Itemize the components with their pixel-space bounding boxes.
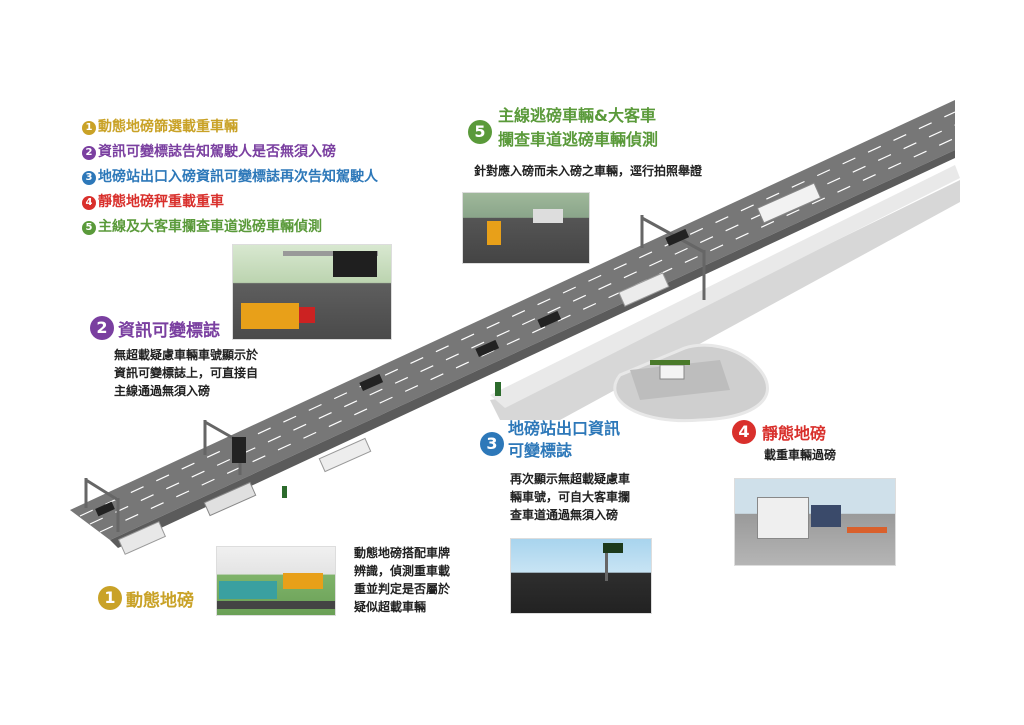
callout-1-desc-line-4: 疑似超載車輛 [354, 600, 427, 614]
legend-text-4: 靜態地磅秤重載重車 [98, 194, 224, 210]
photo-truck-yellow [487, 221, 501, 245]
callout-2-desc: 無超載疑慮車輛車號顯示於 資訊可變標誌上，可直接自 主線通過無須入磅 [114, 346, 314, 400]
legend-num-3: 3 [82, 171, 96, 185]
callout-1-title: 動態地磅 [126, 591, 194, 611]
callout-5-badge: 5 [468, 120, 492, 144]
station-booth [650, 360, 690, 380]
legend-num-2: 2 [82, 146, 96, 160]
callout-3-title-line-1: 地磅站出口資訊 [508, 419, 621, 438]
legend-text-2: 資訊可變標誌告知駕駛人是否無須入磅 [98, 144, 336, 160]
car-5 [95, 501, 115, 517]
car-2 [475, 339, 500, 358]
callout-5-desc: 針對應入磅而未入磅之車輛，逕行拍照舉證 [474, 164, 703, 178]
legend-num-5: 5 [82, 221, 96, 235]
callout-3-photo [510, 538, 652, 614]
highway-edge [110, 150, 955, 548]
legend-text-1: 動態地磅篩選載重車輛 [98, 119, 238, 135]
callout-2-desc-line-3: 主線通過無須入磅 [114, 384, 211, 398]
vms-board-1 [282, 486, 287, 498]
ramp-road [490, 180, 960, 420]
callout-2-desc-line-2: 資訊可變標誌上，可直接自 [114, 366, 259, 380]
callout-5-title: 主線逃磅車輛&大客車 攔查車道逃磅車輛偵測 [498, 104, 658, 152]
callout-2-badge: 2 [90, 316, 114, 340]
callout-3-title-line-2: 可變標誌 [508, 441, 573, 460]
callout-1-desc-line-3: 重並判定是否屬於 [354, 582, 451, 596]
callout-1-desc-line-1: 動態地磅搭配車牌 [354, 546, 451, 560]
vms-board-2 [232, 437, 246, 463]
vms-board-3 [495, 382, 501, 396]
legend-text-5: 主線及大客車攔查車道逃磅車輛偵測 [98, 219, 322, 235]
photo-sign-pole [605, 553, 608, 581]
callout-4-photo [734, 478, 896, 566]
legend-text-3: 地磅站出口入磅資訊可變標誌再次告知駕駛人 [98, 169, 378, 185]
callout-5-title-line-1: 主線逃磅車輛&大客車 [498, 106, 656, 125]
photo-truck-cab [299, 307, 315, 323]
callout-1-badge: 1 [98, 586, 122, 610]
legend-num-1: 1 [82, 121, 96, 135]
photo-truck-white [533, 209, 563, 223]
legend-num-4: 4 [82, 196, 96, 210]
photo-weigh-booth [757, 497, 809, 539]
callout-3-desc-line-1: 再次顯示無超載疑慮車 [510, 472, 631, 486]
callout-3-desc-line-2: 輛車號，可自大客車攔 [510, 490, 631, 504]
photo-vms-sign [603, 543, 623, 553]
truck-5 [756, 182, 822, 224]
photo-truck-teal [219, 581, 277, 599]
main-highway [70, 100, 955, 540]
callout-5-photo [462, 192, 590, 264]
callout-2-photo [232, 244, 392, 340]
truck-2 [203, 481, 257, 517]
photo-truck-orange [283, 573, 323, 589]
callout-1-photo [216, 546, 336, 616]
photo-barrier [847, 527, 887, 533]
callout-4-title: 靜態地磅 [762, 424, 827, 443]
bus-lane [490, 165, 960, 408]
station-area [630, 360, 730, 400]
car-1 [359, 373, 384, 392]
callout-5-title-line-2: 攔查車道逃磅車輛偵測 [498, 130, 659, 149]
callout-1-desc-line-2: 辨識，偵測重車載 [354, 564, 451, 578]
photo-road [217, 601, 335, 609]
truck-4 [618, 272, 670, 307]
photo-gantry-beam [283, 251, 378, 256]
gantry-1 [84, 478, 120, 532]
callout-2-desc-line-1: 無超載疑慮車輛車號顯示於 [114, 348, 259, 362]
callout-3-desc: 再次顯示無超載疑慮車 輛車號，可自大客車攔 查車道通過無須入磅 [510, 470, 680, 524]
callout-4-desc: 載重車輛過磅 [764, 448, 837, 462]
photo-vms-board [333, 251, 377, 277]
photo-truck-blue [811, 505, 841, 527]
car-3 [537, 310, 562, 329]
photo-truck-container [241, 303, 299, 329]
truck-1 [117, 521, 167, 555]
car-4 [665, 228, 690, 247]
callout-3-title: 地磅站出口資訊 可變標誌 [508, 418, 620, 462]
callout-3-desc-line-3: 查車道通過無須入磅 [510, 508, 619, 522]
callout-3-badge: 3 [480, 432, 504, 456]
callout-1-desc: 動態地磅搭配車牌 辨識，偵測重車載 重並判定是否屬於 疑似超載車輛 [354, 544, 494, 616]
truck-3 [318, 437, 372, 473]
callout-4-badge: 4 [732, 420, 756, 444]
callout-2-title: 資訊可變標誌 [118, 321, 220, 341]
